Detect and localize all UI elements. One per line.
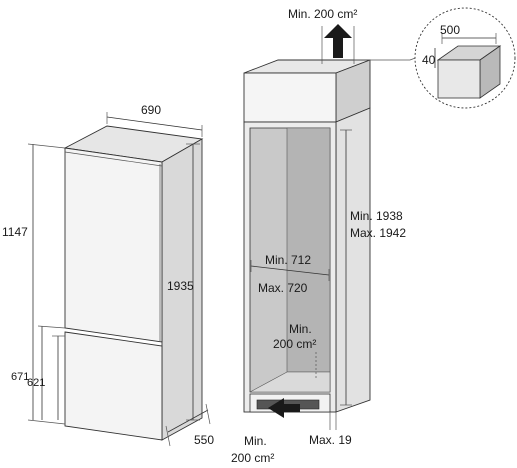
vent-bottom-arrow xyxy=(268,398,300,418)
vent-inner: Min. 200 cm² xyxy=(273,322,316,378)
label-cabinet-width-min: Min. 712 xyxy=(265,253,311,267)
label-height-total: 1935 xyxy=(167,279,194,293)
label-height-side: 1147 xyxy=(2,225,28,239)
label-cabinet-width-max: Max. 720 xyxy=(258,281,308,295)
fridge-illustration xyxy=(63,125,204,441)
dim-cabinet-height: Min. 1938 Max. 1942 xyxy=(340,129,406,406)
dim-cabinet-width: Min. 712 Max. 720 xyxy=(250,253,330,295)
label-door-671: 671 xyxy=(11,371,29,383)
label-inner-vent-1: Min. xyxy=(289,322,312,336)
label-cabinet-height-min: Min. 1938 xyxy=(350,209,403,223)
label-inner-vent-2: 200 cm² xyxy=(273,337,316,351)
label-detail-40: 40 xyxy=(422,53,436,67)
detail-inset: 500 40 xyxy=(414,7,516,109)
label-depth: 550 xyxy=(194,433,214,447)
dim-height-side: 1147 xyxy=(2,143,66,425)
dim-width: 690 xyxy=(106,103,203,137)
label-vent-bottom-2: 200 cm² xyxy=(231,451,274,465)
label-vent-top: Min. 200 cm² xyxy=(288,7,357,21)
dim-height-total: 1935 xyxy=(167,143,200,421)
label-gap-max: Max. 19 xyxy=(309,433,352,447)
dim-depth: 550 xyxy=(165,403,214,447)
label-cabinet-height-max: Max. 1942 xyxy=(350,226,406,240)
vent-top-arrow xyxy=(321,24,355,64)
dim-gap: Max. 19 xyxy=(309,412,352,447)
label-detail-500: 500 xyxy=(440,23,460,37)
label-vent-bottom-1: Min. xyxy=(244,434,267,448)
label-width: 690 xyxy=(141,103,161,117)
label-door-621: 621 xyxy=(27,377,45,389)
dim-lower-door: 671 621 xyxy=(11,325,66,420)
